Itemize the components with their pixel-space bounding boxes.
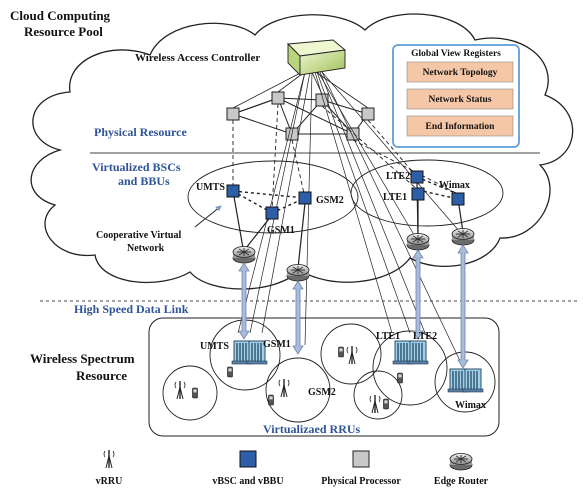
legend-router-label: Edge Router [434,476,489,487]
rru-label-lte1: LTE1 [376,331,400,342]
phone-icon [227,366,233,378]
wireless-access-controller-icon [287,39,347,77]
cooperative-network-label-line1: Cooperative Virtual [96,230,181,241]
virtualized-bsc-label-line2: and BBUs [118,174,170,188]
controller-label: Wireless Access Controller [135,52,260,64]
spectrum-label-line2: Resource [76,368,127,383]
coverage-circle [353,370,403,420]
pool-title-line1: Cloud Computing [10,8,111,23]
legend-vbsc-icon [239,450,257,468]
vbbu-label-lte1: LTE1 [383,192,407,203]
vrru-icon [369,394,381,414]
phone-icon [383,398,389,410]
edge-router-icon [451,228,475,246]
physical-processor [226,107,240,121]
legend-vrru-label: vRRU [96,476,123,487]
pool-title-line2: Resource Pool [24,24,103,39]
vbbu-wimax [451,192,465,206]
vrru-icon [174,380,186,400]
coverage-circle [320,323,382,385]
vbbu-label-lte2: LTE2 [386,171,410,182]
high-speed-link-label: High Speed Data Link [74,302,189,316]
physical-resource-label: Physical Resource [94,125,187,139]
vbbu-gsm1 [265,206,279,220]
vrru-icon [278,378,290,398]
spectrum-label-line1: Wireless Spectrum [30,351,135,366]
vbbu-lte2 [410,170,424,184]
legend-vrru-icon [103,449,115,469]
vbbu-label-wimax: Wimax [439,180,470,191]
phone-icon [192,387,198,399]
vbbu-label-gsm1: GSM1 [267,225,295,236]
cooperative-network-ellipse-left [187,160,359,234]
legend: vRRU vBSC and vBBU Physical Processor Ed… [96,449,489,487]
rru-label-gsm2: GSM2 [308,387,336,398]
high-speed-link-arrows [238,244,469,369]
vbbu-label-umts: UMTS [196,182,225,193]
rru-label-gsm1: GSM1 [263,339,291,350]
rru-label-wimax: Wimax [455,400,486,411]
vbbu-label-gsm2: GSM2 [316,195,344,206]
physical-processor [361,107,375,121]
register-network-topology: Network Topology [423,68,498,78]
legend-vbsc-label: vBSC and vBBU [212,476,283,487]
vbbu-gsm2 [298,191,312,205]
rru-rack-icon [407,340,429,365]
coverage-circle [162,365,218,421]
register-end-information: End Information [426,122,496,132]
phone-icon [268,394,274,406]
vbbu-lte1 [411,187,425,201]
virtualized-rrus-label: Virtualizaed RRUs [263,422,361,436]
edge-router-icon [406,233,430,251]
legend-physical-icon [352,450,370,468]
legend-physical-label: Physical Processor [321,476,401,487]
rru-rack-icon [462,368,484,393]
registers-title: Global View Registers [411,49,501,59]
physical-processor [271,91,285,105]
edge-router-icon [286,264,310,282]
vbbu-umts [226,184,240,198]
vrru-icon [346,345,358,365]
phone-icon [397,372,403,384]
wireless-spectrum-box [148,317,500,437]
rru-label-umts: UMTS [200,341,229,352]
register-network-status: Network Status [428,95,491,105]
coverage-circle [372,330,448,406]
edge-router-icon [232,246,256,264]
coverage-circle [265,357,331,423]
virtualized-bsc-label-line1: Virtualized BSCs [92,160,181,174]
legend-router-icon [449,453,473,471]
rru-label-lte2: LTE2 [413,331,437,342]
phone-icon [338,346,344,358]
cooperative-network-arrow [194,205,222,228]
cooperative-network-label-line2: Network [127,243,165,254]
global-view-registers-panel [392,44,520,148]
